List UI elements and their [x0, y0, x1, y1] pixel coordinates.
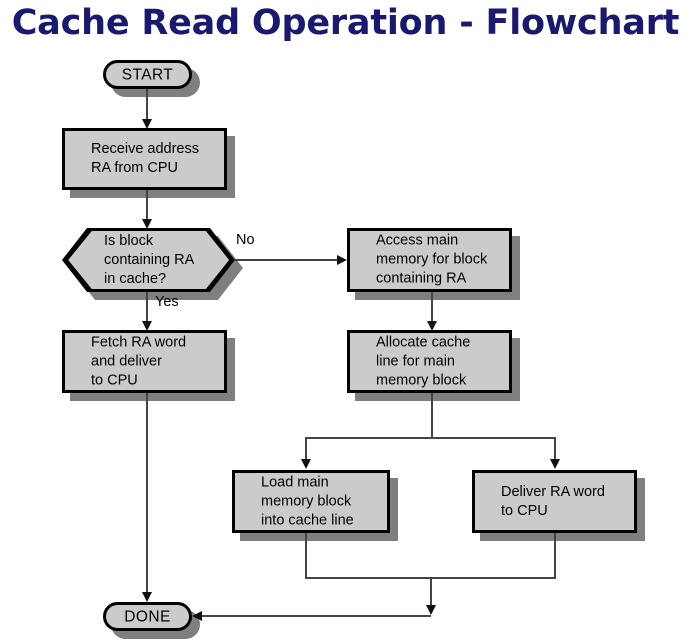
done-node-label: DONE [124, 608, 171, 625]
decision-node-fill [62, 228, 235, 292]
arrowhead-done-top-in [141, 592, 152, 602]
receive-address-node[interactable]: Receive address RA from CPU [62, 128, 227, 190]
connector-fetch-to-done [146, 393, 148, 596]
access-main-memory-node[interactable]: Access main memory for block containing … [347, 228, 512, 292]
connector-merge-to-done [202, 615, 431, 617]
access-main-memory-node-label: Access main memory for block containing … [376, 232, 488, 287]
deliver-ra-word-node-label: Deliver RA word to CPU [501, 483, 605, 519]
connector-start-to-receive [146, 88, 148, 122]
arrowhead-receive-in [141, 119, 152, 129]
arrowhead-decision-in [141, 219, 152, 229]
arrowhead-load-in [300, 459, 311, 469]
fetch-ra-word-node[interactable]: Fetch RA word and deliver to CPU [62, 330, 227, 393]
decision-node-label: Is block containing RA in cache? [104, 232, 195, 287]
decision-node-text-wrap: Is block containing RA in cache? [62, 228, 235, 292]
start-node-label: START [121, 66, 174, 83]
arrowhead-done-right-in [192, 610, 202, 621]
connector-decision-no-to-access [235, 259, 339, 261]
arrowhead-access-in [337, 254, 347, 265]
arrowhead-fetch-in [141, 321, 152, 331]
start-node[interactable]: START [103, 60, 192, 89]
connector-load-down [305, 533, 307, 579]
connector-receive-to-decision [146, 190, 148, 224]
branch-label-yes: Yes [155, 294, 179, 310]
connector-merge-down [430, 577, 432, 613]
connector-deliver-down [554, 533, 556, 579]
arrowhead-deliver-in [549, 459, 560, 469]
branch-label-no: No [236, 232, 255, 248]
fetch-ra-word-node-label: Fetch RA word and deliver to CPU [91, 334, 187, 388]
connector-decision-yes-to-fetch [146, 292, 148, 326]
allocate-cache-line-node[interactable]: Allocate cache line for main memory bloc… [347, 330, 512, 393]
done-node[interactable]: DONE [103, 602, 192, 631]
decision-node[interactable]: Is block containing RA in cache? [62, 228, 235, 292]
connector-access-to-allocate [431, 292, 433, 326]
allocate-cache-line-node-label: Allocate cache line for main memory bloc… [376, 334, 471, 388]
page-title: Cache Read Operation - Flowchart [11, 3, 680, 43]
receive-address-node-label: Receive address RA from CPU [91, 141, 199, 176]
load-main-memory-node[interactable]: Load main memory block into cache line [232, 470, 390, 533]
arrowhead-merge-down [425, 605, 436, 615]
arrowhead-allocate-in [426, 321, 437, 331]
load-main-memory-node-label: Load main memory block into cache line [261, 474, 354, 528]
connector-split-right-leg [554, 437, 556, 461]
connector-split-bar [305, 437, 556, 439]
deliver-ra-word-node[interactable]: Deliver RA word to CPU [472, 470, 637, 533]
connector-split-left-leg [305, 437, 307, 461]
connector-allocate-down [431, 393, 433, 439]
